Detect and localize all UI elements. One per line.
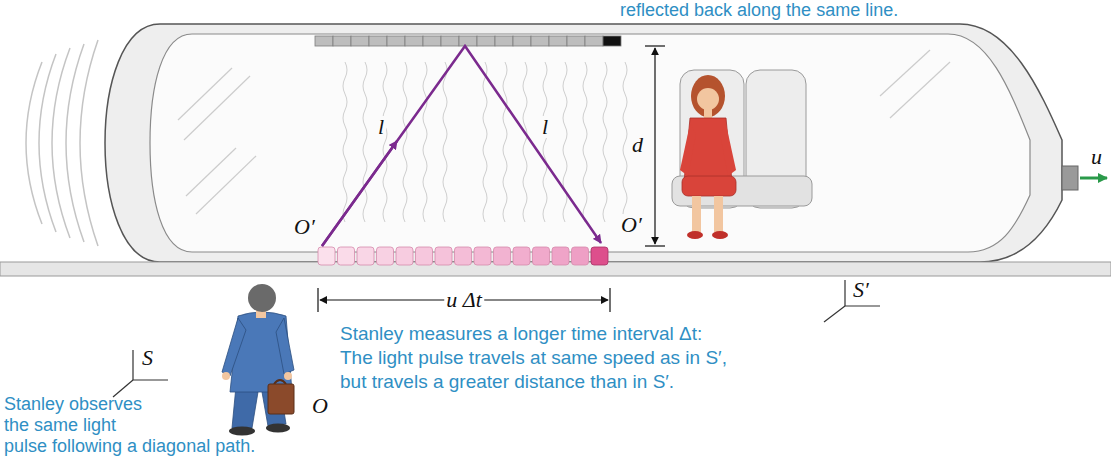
label-holder: O — [310, 395, 330, 417]
wrap-spacer — [154, 394, 404, 436]
nozzle — [1062, 166, 1078, 190]
vehicle-body — [105, 24, 1062, 262]
mirror — [315, 36, 621, 46]
light-path-arrow — [322, 141, 397, 246]
label-holder: reflected back along the same line. — [620, 0, 898, 20]
label-holder: d — [630, 134, 645, 156]
length-symbol: l — [376, 116, 386, 138]
caption-fragment: reflected back along the same line. — [620, 0, 898, 20]
light-waves — [343, 62, 627, 222]
label-holder: S′ — [851, 279, 871, 301]
wrap-spacer — [715, 322, 755, 346]
origin-symbol: O — [310, 395, 330, 417]
dimension-label: u Δt — [444, 289, 484, 311]
label-holder: l — [376, 116, 386, 138]
label-holder: S — [140, 347, 155, 369]
explanation-note: Stanley observes the same light pulse fo… — [4, 394, 404, 457]
label-holder: l — [540, 116, 550, 138]
origin-symbol: O′ — [292, 216, 317, 238]
length-symbol: l — [540, 116, 550, 138]
velocity-arrow — [1080, 177, 1107, 180]
distance-dimension — [318, 288, 610, 312]
standing-observer — [222, 284, 294, 436]
velocity-symbol: u — [1089, 146, 1104, 168]
frame-axes — [824, 280, 880, 322]
explanation-note: Stanley measures a longer time interval … — [340, 322, 755, 394]
frame-symbol: S — [140, 347, 155, 369]
dimension-symbol: d — [630, 134, 645, 156]
frame-symbol: S′ — [851, 279, 871, 301]
light-source — [318, 247, 608, 265]
seated-passenger — [672, 70, 812, 239]
light-path — [322, 46, 601, 246]
label-holder: u Δt — [444, 289, 484, 311]
vehicle-window — [150, 34, 1030, 252]
label-holder: Stanley observes the same light pulse fo… — [4, 394, 404, 457]
height-dimension — [645, 46, 665, 246]
label-holder: u — [1089, 146, 1104, 168]
label-holder: Stanley measures a longer time interval … — [340, 322, 755, 394]
origin-symbol: O′ — [619, 214, 644, 236]
motion-lines — [26, 40, 98, 246]
label-holder: O′ — [619, 214, 644, 236]
label-holder: O′ — [292, 216, 317, 238]
